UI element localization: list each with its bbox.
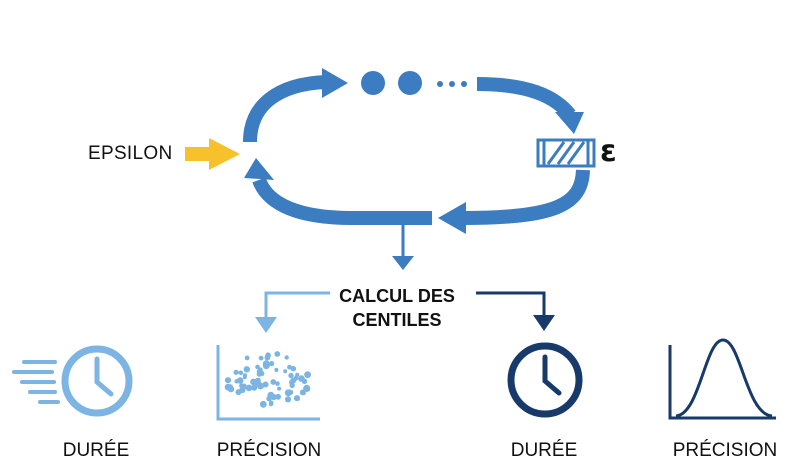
panel-4-label: PRÉCISION [672,440,778,461]
loop-dot-small-1 [437,81,443,87]
epsilon-symbol: ε [600,134,617,169]
scatter-dot [287,364,292,370]
scatter-dot [303,384,311,392]
scatter-dot [275,393,281,400]
scatter-dot [244,355,250,361]
loop-right-lower-arc [462,169,590,225]
scatter-dot [288,372,294,379]
scatter-dot [274,351,281,357]
bell-curve-icon [668,338,776,420]
input-label: EPSILON [88,143,173,164]
loop-left-lower-arc [252,177,353,225]
scatter-dot [295,372,300,377]
loop-top-right-arc [476,77,576,120]
calc-label-line1: CALCUL DES [339,286,455,306]
panel-2-label: PRÉCISION [216,440,322,461]
loop-arrowhead-top [322,68,348,98]
scatter-dot [275,381,280,386]
scatter-dot [268,401,274,407]
scatter-dot [287,389,294,395]
loop-dot-small-3 [461,81,467,87]
scatter-dot [267,391,275,399]
loop-dot-2 [398,71,422,95]
scatter-dot [253,379,261,387]
scatter-dot [243,366,250,373]
scatter-dot [283,369,288,374]
left-branch-arrow [255,291,330,333]
scatter-dot [284,355,289,360]
scatter-dot [256,371,262,377]
scatter-dot [258,367,263,373]
scatter-dot [242,375,247,380]
scatter-plot-icon [216,345,320,421]
loop-arrowhead-bottom [438,202,466,234]
loop-dot-1 [361,71,385,95]
clock-icon [507,342,583,418]
loop-top-left-arc [243,75,327,143]
scatter-dot [258,355,264,361]
loop-dot-small-2 [449,81,455,87]
calc-centiles-label: CALCUL DES CENTILES [331,284,463,332]
input-arrow [185,138,240,170]
scatter-dot [284,396,292,403]
loop-arrowhead-right [555,112,584,134]
calc-label-line2: CENTILES [352,310,442,330]
scatter-dot [236,377,244,384]
scatter-dot [270,379,277,385]
iteration-loop [243,75,590,225]
scatter-dot [239,386,246,394]
scatter-dot [290,366,297,372]
scatter-dot [304,371,311,379]
scatter-dot [269,361,275,367]
scatter-dot [245,384,253,392]
scatter-dot [274,367,279,372]
scatter-dot [251,384,258,391]
scatter-dot [259,400,267,408]
panel-3-label: DURÉE [510,440,578,461]
epsilon-filter-icon [536,138,596,168]
scatter-dot [290,377,297,384]
scatter-dot [299,376,305,381]
scatter-dot [224,377,232,384]
loop-arrowhead-left [244,158,274,180]
scatter-dot [262,381,269,388]
fast-clock-icon [12,345,133,417]
scatter-dot [289,382,295,389]
panel-1-label: DURÉE [62,440,130,461]
scatter-dot [233,369,239,375]
scatter-dot [293,395,301,402]
scatter-dot [255,364,260,370]
down-arrow-to-calc [392,219,414,270]
scatter-dot [277,386,282,391]
right-branch-arrow [476,291,555,331]
scatter-dot [227,385,235,393]
scatter-dot [301,390,306,396]
scatter-dot [262,360,270,368]
scatter-dot [238,370,244,376]
scatter-dot [265,352,271,359]
